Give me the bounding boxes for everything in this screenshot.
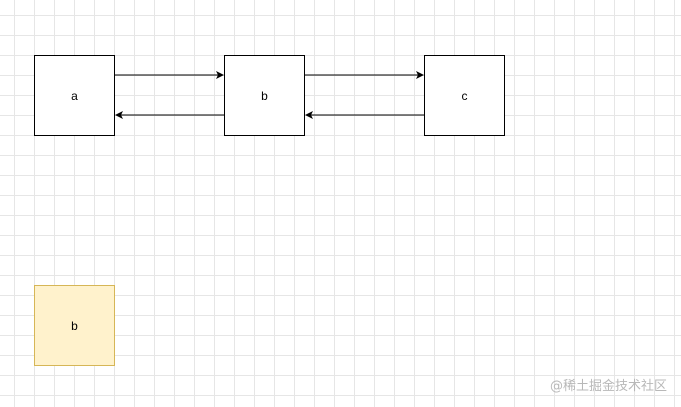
- node-c-label: c: [461, 88, 468, 103]
- node-a[interactable]: a: [34, 55, 115, 136]
- watermark: @稀土掘金技术社区: [549, 379, 667, 394]
- node-b[interactable]: b: [224, 55, 305, 136]
- node-c[interactable]: c: [424, 55, 505, 136]
- node-b-highlighted-label: b: [71, 318, 78, 333]
- node-b-label: b: [261, 88, 268, 103]
- node-a-label: a: [71, 88, 78, 103]
- node-b-highlighted[interactable]: b: [34, 285, 115, 366]
